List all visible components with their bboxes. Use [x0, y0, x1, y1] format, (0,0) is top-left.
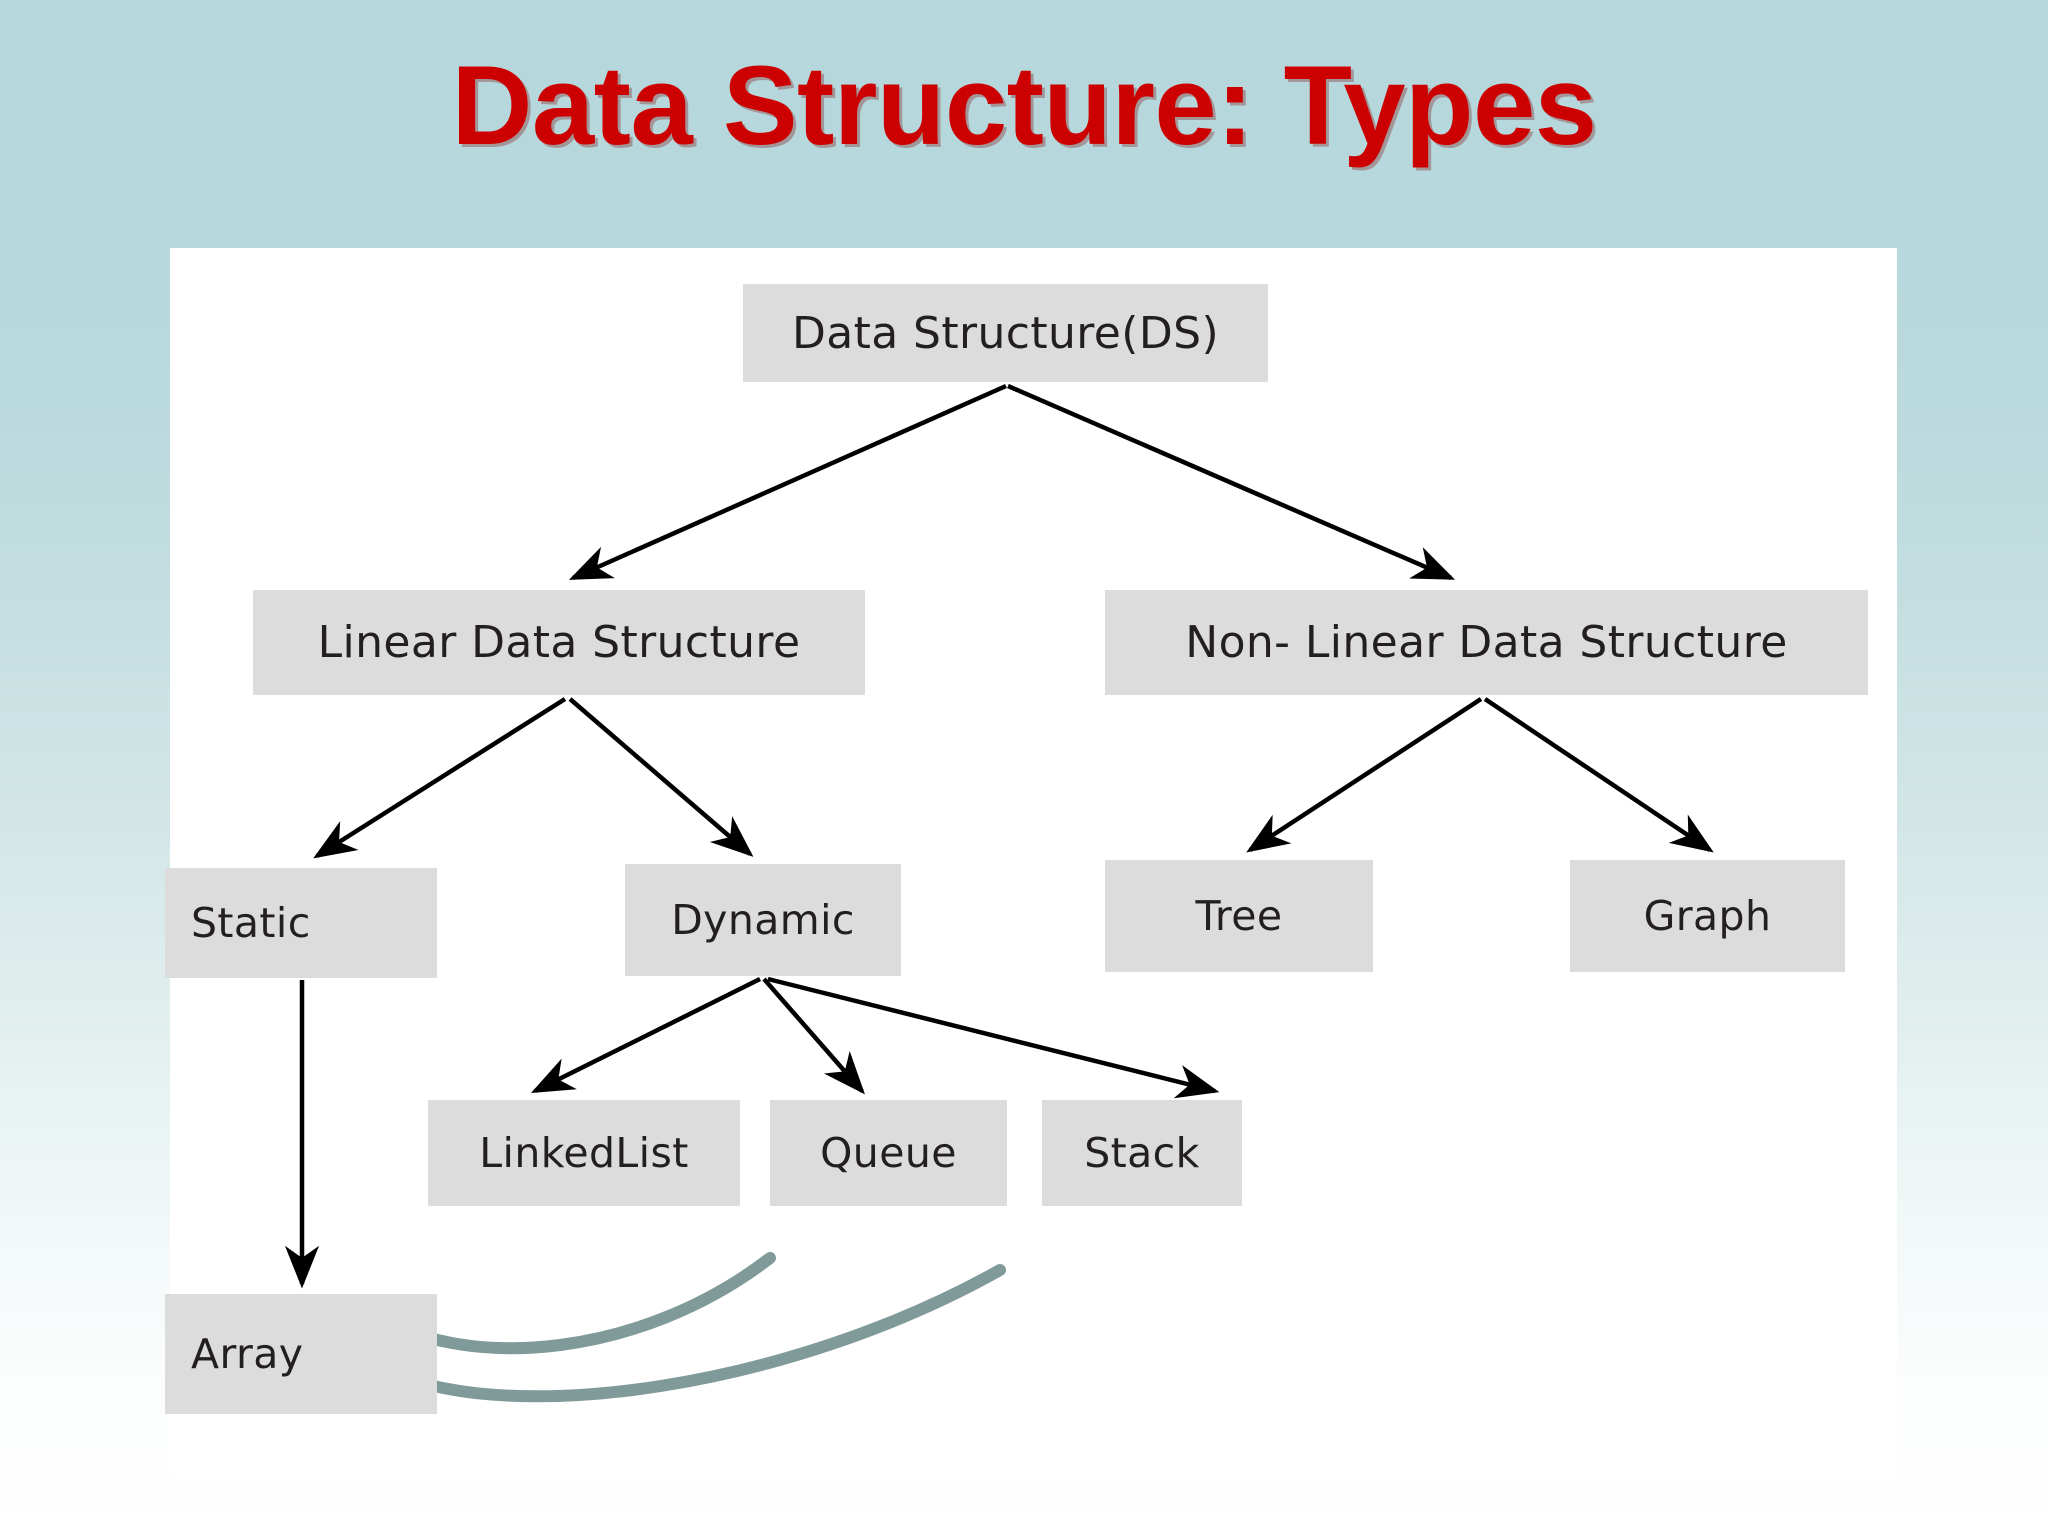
- node-graph[interactable]: Graph: [1570, 860, 1845, 972]
- curve-array-stack: [380, 1264, 1006, 1403]
- curve-array-queue: [376, 1252, 776, 1355]
- edge-dynamic-queue: [762, 977, 865, 1095]
- edge-nonlinear-tree: [1246, 697, 1483, 853]
- edge-dynamic-linkedlist: [530, 976, 762, 1094]
- page-title: Data Structure: Types: [451, 43, 1597, 168]
- node-tree[interactable]: Tree: [1105, 860, 1373, 972]
- edge-linear-static: [313, 697, 567, 859]
- node-array[interactable]: Array: [165, 1294, 437, 1414]
- edge-ds-nonlinear: [1007, 383, 1456, 581]
- diagram-panel: Data Structure(DS) Linear Data Structure…: [165, 248, 1897, 1478]
- edge-ds-linear: [568, 383, 1007, 581]
- node-linear-data-structure[interactable]: Linear Data Structure: [253, 590, 865, 695]
- edge-linear-dynamic: [568, 697, 754, 857]
- node-queue[interactable]: Queue: [770, 1100, 1007, 1206]
- node-stack[interactable]: Stack: [1042, 1100, 1242, 1206]
- node-dynamic[interactable]: Dynamic: [625, 864, 901, 976]
- node-linkedlist[interactable]: LinkedList: [428, 1100, 740, 1206]
- node-static[interactable]: Static: [165, 868, 437, 978]
- edge-nonlinear-graph: [1483, 697, 1714, 853]
- node-non-linear-data-structure[interactable]: Non- Linear Data Structure: [1105, 590, 1868, 695]
- edge-dynamic-stack: [767, 976, 1220, 1099]
- node-data-structure[interactable]: Data Structure(DS): [743, 284, 1268, 382]
